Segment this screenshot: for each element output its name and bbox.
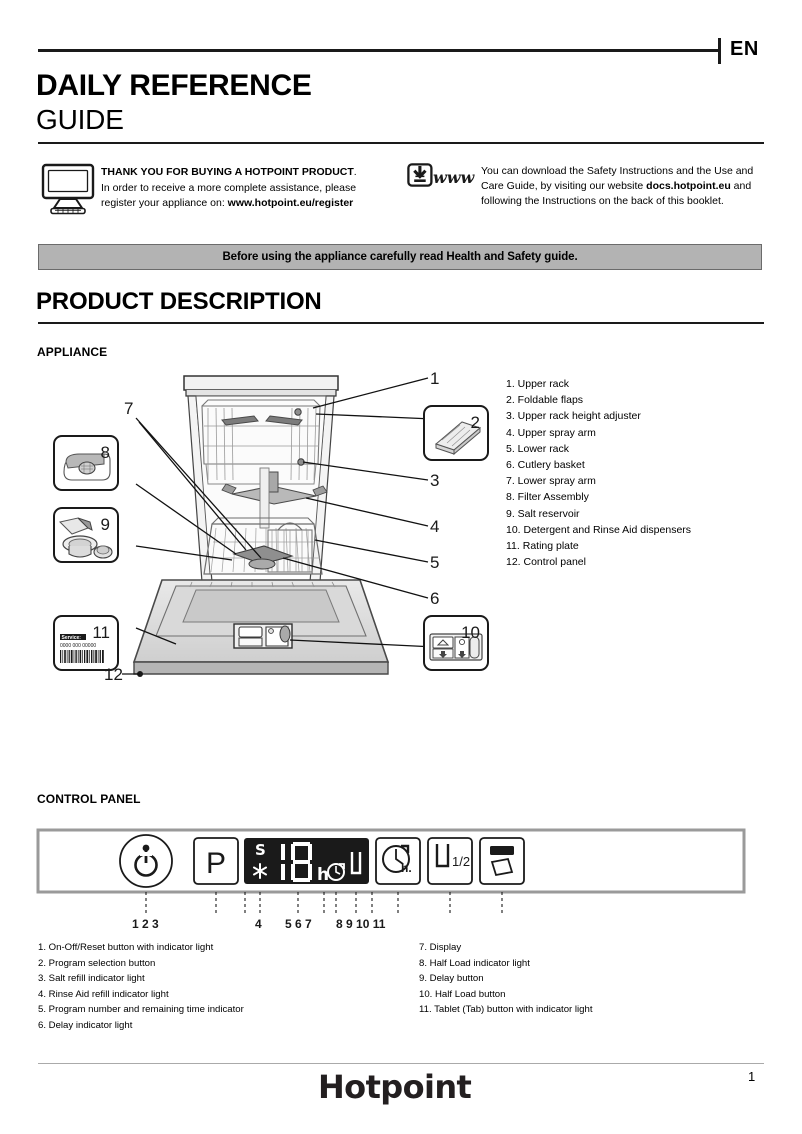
- program-selection-button: P: [193, 837, 239, 885]
- monitor-icon: [41, 163, 95, 215]
- svg-text:1/2: 1/2: [452, 854, 470, 869]
- digit-tens: [281, 844, 285, 880]
- download-text-part1: You can download the Safety Instructions…: [481, 165, 754, 193]
- title-underline: [38, 142, 764, 144]
- thank-you-line-3: register your appliance on: www.hotpoint…: [101, 196, 353, 210]
- parts-list-item: 8. Filter Assembly: [506, 491, 589, 504]
- header-rule: [38, 49, 718, 52]
- download-www-icon: www: [407, 163, 475, 187]
- cp-marker-123: 1 2 3: [132, 917, 159, 931]
- cp-legend-item: 4. Rinse Aid refill indicator light: [38, 988, 169, 1000]
- subsection-title-appliance: APPLIANCE: [37, 345, 108, 359]
- appliance-diagram: 2 10 8: [53, 369, 489, 684]
- parts-list-item: 2. Foldable flaps: [506, 394, 584, 407]
- cp-legend-item: 1. On-Off/Reset button with indicator li…: [38, 942, 214, 953]
- svg-text:9: 9: [101, 515, 110, 534]
- parts-list-item: 5. Lower rack: [506, 442, 570, 455]
- parts-list-item: 4. Upper spray arm: [506, 426, 596, 439]
- callout-6: 6: [430, 589, 439, 608]
- cp-legend-item: 5. Program number and remaining time ind…: [38, 1004, 244, 1015]
- display: S h: [244, 838, 369, 885]
- section-underline-product-description: [38, 322, 764, 324]
- docs-url[interactable]: docs.hotpoint.eu: [646, 180, 731, 193]
- thank-you-title: THANK YOU FOR BUYING A HOTPOINT PRODUCT.: [101, 165, 357, 179]
- delay-clock-icon: [327, 863, 345, 881]
- tablet-tab-button: [479, 837, 525, 885]
- cp-legend-item: 3. Salt refill indicator light: [38, 973, 145, 984]
- control-panel-legend-left: 1. On-Off/Reset button with indicator li…: [38, 940, 244, 1033]
- cp-legend-item: 8. Half Load indicator light: [419, 957, 530, 969]
- rating-plate-number: 0000 000 00000: [60, 643, 96, 649]
- safety-banner-text: Before using the appliance carefully rea…: [222, 251, 578, 263]
- safety-banner: Before using the appliance carefully rea…: [38, 244, 762, 270]
- parts-list: 1. Upper rack 2. Foldable flaps 3. Upper…: [506, 376, 691, 570]
- callout-5: 5: [430, 553, 439, 572]
- delay-button: h.: [375, 837, 421, 885]
- brand-logo: Hotpoint: [318, 1068, 472, 1106]
- power-on-off-button: [119, 834, 173, 888]
- download-text-part2: and following the Instructions on the ba…: [481, 180, 752, 208]
- parts-list-item: 9. Salt reservoir: [506, 507, 580, 520]
- cp-legend-item: 6. Delay indicator light: [38, 1019, 133, 1031]
- page-title: DAILY REFERENCE: [36, 69, 312, 102]
- parts-list-item: 10. Detergent and Rinse Aid dispensers: [506, 523, 692, 536]
- cp-legend-item: 7. Display: [419, 942, 462, 953]
- parts-list-item: 11. Rating plate: [506, 540, 579, 553]
- svg-text:h.: h.: [401, 861, 412, 875]
- thank-you-line-2: In order to receive a more complete assi…: [101, 182, 357, 194]
- download-text: You can download the Safety Instructions…: [481, 164, 766, 210]
- callout-4: 4: [430, 517, 439, 536]
- cp-legend-item: 9. Delay button: [419, 973, 484, 984]
- svg-text:8: 8: [101, 443, 110, 462]
- callout-7: 7: [124, 399, 133, 418]
- cp-legend-item: 2. Program selection button: [38, 957, 156, 969]
- register-url[interactable]: www.hotpoint.eu/register: [227, 197, 354, 209]
- svg-text:P: P: [206, 847, 226, 880]
- parts-list-item: 12. Control panel: [506, 556, 586, 569]
- callout-1: 1: [430, 369, 439, 388]
- rinse-aid-indicator: [253, 863, 267, 879]
- svg-text:2: 2: [471, 413, 480, 432]
- parts-list-item: 1. Upper rack: [506, 378, 570, 390]
- parts-list-item: 7. Lower spray arm: [506, 475, 596, 488]
- half-load-indicator-icon: [350, 852, 362, 875]
- svg-text:10: 10: [461, 623, 480, 642]
- cp-marker-567: 5 6 7: [285, 917, 312, 931]
- callout-3: 3: [430, 471, 439, 490]
- thank-you-title-text: THANK YOU FOR BUYING A HOTPOINT PRODUCT: [101, 166, 354, 178]
- thank-you-title-period: .: [353, 166, 357, 178]
- cp-marker-4: 4: [255, 917, 262, 931]
- svg-text:www: www: [433, 168, 475, 187]
- salt-indicator: S: [255, 841, 266, 859]
- subsection-title-control-panel: CONTROL PANEL: [37, 792, 141, 806]
- control-panel-legend-right: 7. Display 8. Half Load indicator light …: [419, 940, 593, 1018]
- cp-legend-item: 11. Tablet (Tab) button with indicator l…: [419, 1004, 593, 1015]
- page-number: 1: [748, 1069, 756, 1084]
- cp-legend-item: 10. Half Load button: [419, 988, 506, 1000]
- page-subtitle: GUIDE: [36, 104, 124, 135]
- svg-text:11: 11: [92, 623, 110, 642]
- footer-rule: [38, 1063, 764, 1064]
- callout-12: 12: [104, 665, 123, 684]
- register-prefix: register your appliance on:: [101, 197, 228, 209]
- cp-marker-891011: 8 9 10 11: [336, 917, 386, 931]
- parts-list-item: 6. Cutlery basket: [506, 459, 585, 472]
- digit-units: [291, 842, 312, 882]
- rating-plate-service-label: Service:: [62, 635, 82, 641]
- control-panel-diagram: P S: [36, 828, 746, 931]
- language-tick: [718, 38, 721, 64]
- parts-list-item: 3. Upper rack height adjuster: [506, 410, 641, 423]
- section-title-product-description: PRODUCT DESCRIPTION: [36, 288, 322, 315]
- hours-unit: h: [317, 865, 329, 885]
- language-code: EN: [730, 38, 759, 60]
- half-load-button: 1/2: [427, 837, 473, 885]
